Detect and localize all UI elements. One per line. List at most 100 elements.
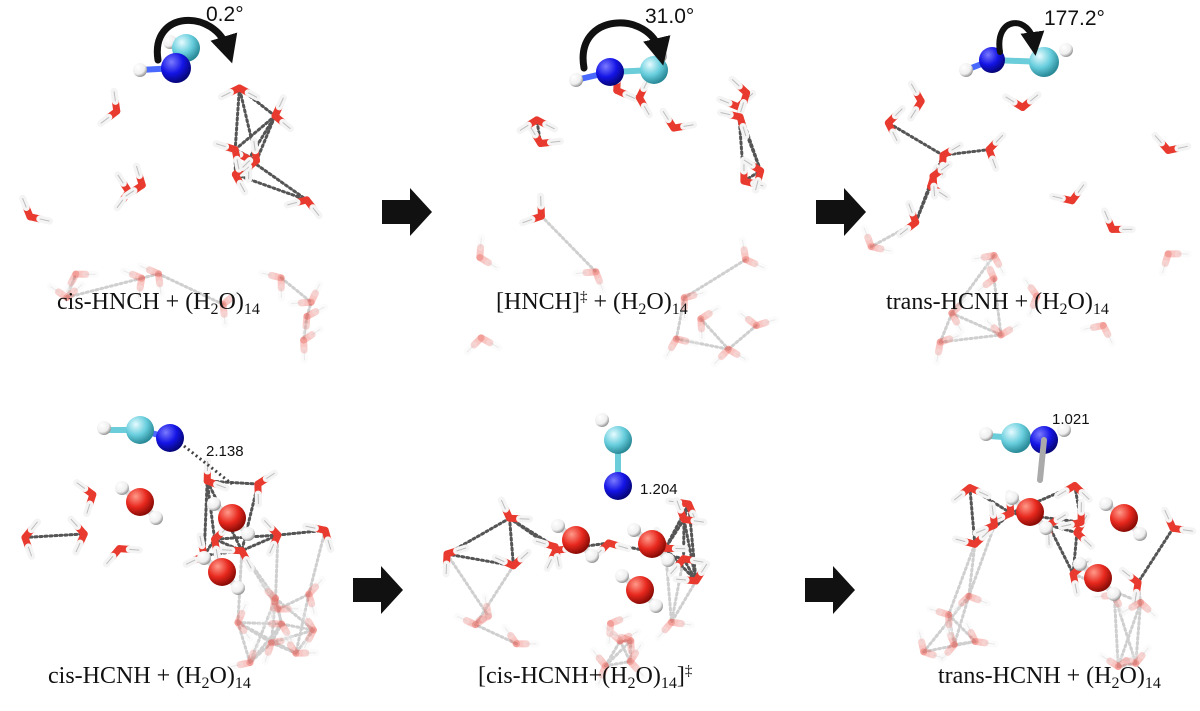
water-cluster <box>21 457 335 671</box>
hydrogen-bond <box>233 86 241 151</box>
oh-bond-edge <box>619 615 630 621</box>
oh-bond <box>697 310 713 323</box>
oh-bond <box>305 583 320 598</box>
oh-bond <box>608 630 625 641</box>
oh-bond <box>982 256 994 274</box>
oh-bond-edge <box>243 630 251 639</box>
dihedral-angle-label: 177.2° <box>1044 7 1105 30</box>
oh-bond-edge <box>892 131 898 142</box>
hydrogen-bond <box>473 623 518 646</box>
oh-bond-edge <box>986 320 995 329</box>
hydrogen-bond <box>663 517 686 550</box>
oh-bond-edge <box>457 615 467 622</box>
oh-bond-edge <box>522 218 533 224</box>
oh-bond-edge <box>1083 326 1094 330</box>
oh-bond <box>257 581 272 596</box>
hydrogen-atom <box>207 497 221 511</box>
oh-bond-edge <box>919 632 923 643</box>
oh-bond-edge <box>863 227 869 238</box>
bond-distance-label: 1.204 <box>640 481 678 498</box>
oh-bond <box>970 253 988 263</box>
oh-bond-edge <box>598 280 604 291</box>
hydrogen-bond <box>886 121 945 157</box>
oh-bond <box>476 253 492 267</box>
oh-bond-edge <box>278 97 284 108</box>
oh-bond-edge <box>520 551 529 560</box>
oh-bond <box>990 324 1005 339</box>
oh-bond-edge <box>504 627 512 636</box>
oh-bond-edge <box>741 239 745 250</box>
oh-bond-edge <box>284 636 291 646</box>
oh-bond-edge <box>86 503 91 514</box>
oh-bond <box>297 298 315 307</box>
oxygen-atom <box>1084 564 1112 592</box>
water-cluster <box>860 80 1192 366</box>
oh-bond-edge <box>940 163 950 171</box>
oh-bond-edge <box>908 203 913 214</box>
oh-bond <box>266 587 278 604</box>
hydrogen-bond <box>952 594 971 647</box>
oh-bond-edge <box>938 191 948 198</box>
oh-bond-edge <box>991 505 994 516</box>
oh-bond <box>724 345 741 358</box>
hydrogen-bond <box>65 272 78 299</box>
oh-bond-edge <box>709 307 718 314</box>
hydrogen-atom <box>1005 491 1019 505</box>
oh-bond-edge <box>1009 324 1019 331</box>
oh-bond <box>136 274 146 292</box>
hydrogen-bond <box>1136 526 1175 585</box>
oh-bond-edge <box>910 109 917 119</box>
oh-bond-edge <box>880 248 891 252</box>
oxygen-atom <box>626 576 654 604</box>
hydrogen-bond <box>950 253 996 315</box>
panel-label: [HNCH]‡ + (H2O)14 <box>496 289 688 318</box>
hydrogen-atom <box>569 73 583 87</box>
oh-bond <box>627 637 635 655</box>
hydrogen-bond <box>305 300 313 318</box>
hydrogen-bond <box>274 533 280 600</box>
oh-bond <box>955 295 970 310</box>
hydrogen-atom <box>149 511 163 525</box>
hydrogen-bond <box>947 542 977 617</box>
hydrogen-atom <box>585 549 599 563</box>
hydrogen-bond <box>938 311 954 344</box>
oh-bond-edge <box>742 126 747 137</box>
hydrogen-atom <box>1133 527 1147 541</box>
oh-bond <box>974 281 990 295</box>
hydrogen-bond <box>1134 600 1143 665</box>
hydrogen-bond <box>992 277 1003 337</box>
oh-bond <box>677 620 695 629</box>
oh-bond-edge <box>125 190 135 197</box>
oh-bond-edge <box>315 579 323 588</box>
oh-bond <box>477 334 494 347</box>
oh-bond <box>982 275 998 289</box>
water-clusters <box>19 66 1197 688</box>
oh-bond-edge <box>49 285 59 293</box>
oh-bond-edge <box>529 126 536 136</box>
panel-label: trans-HCNH + (H2O)14 <box>886 289 1109 318</box>
oh-bond-edge <box>291 302 302 305</box>
oh-bond <box>598 662 610 679</box>
oh-bond-edge <box>635 644 642 654</box>
oh-bond-edge <box>1061 523 1072 528</box>
hydrogen-bond <box>302 314 309 342</box>
hydrogen-atom <box>627 523 641 537</box>
oh-bond-edge <box>949 335 960 340</box>
oh-bond-edge <box>22 197 27 208</box>
oh-bond-edge <box>995 134 1004 143</box>
oh-bond-edge <box>1024 279 1032 289</box>
oh-bond <box>697 315 705 333</box>
oh-bond-edge <box>618 545 629 550</box>
oh-bond-edge <box>933 654 943 659</box>
oh-bond <box>667 335 680 352</box>
water-cluster <box>19 84 329 364</box>
oh-bond-edge <box>597 674 603 685</box>
oh-bond <box>477 234 485 252</box>
oh-bond-edge <box>556 556 560 567</box>
oh-bond <box>267 637 285 647</box>
oh-bond-edge <box>76 482 86 489</box>
oh-bond <box>965 592 982 604</box>
oh-bond-edge <box>1134 592 1137 603</box>
oh-bond <box>625 628 642 640</box>
oh-bond-edge <box>575 272 586 274</box>
